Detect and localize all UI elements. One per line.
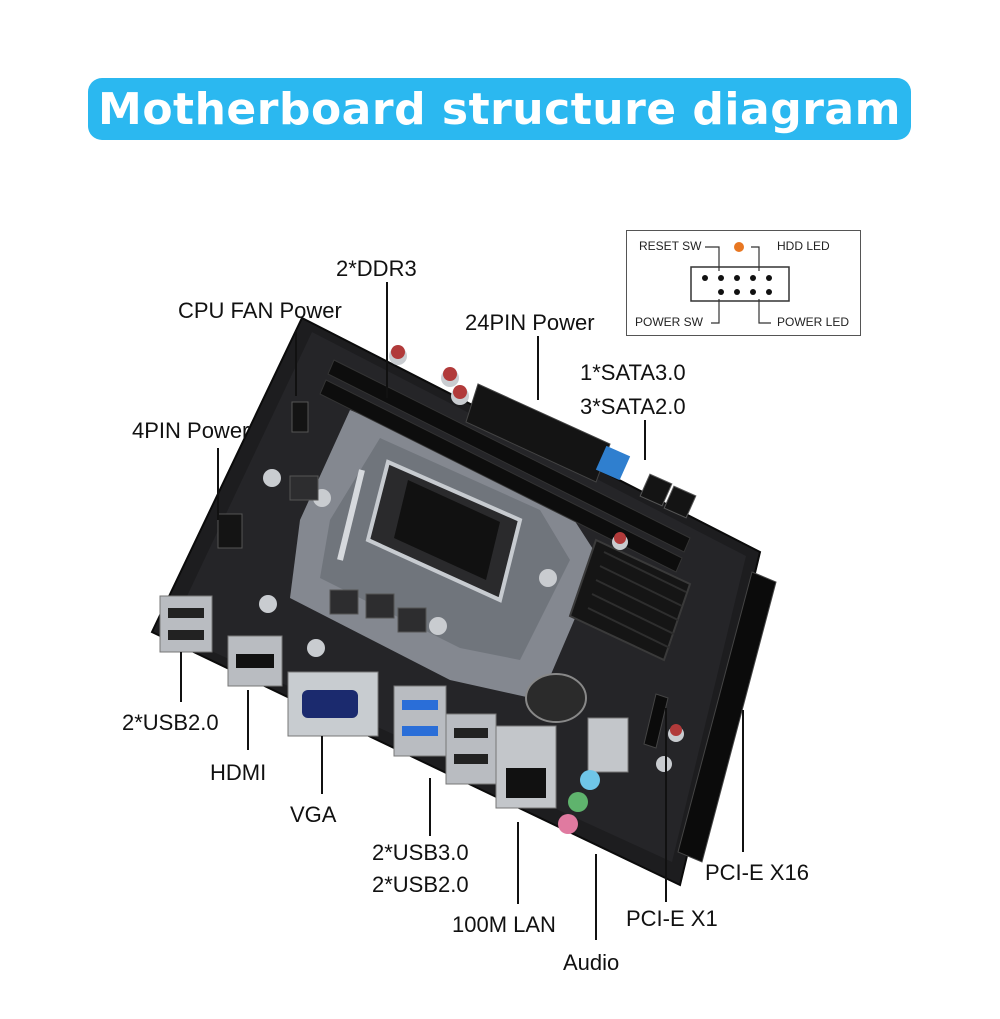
front-panel-pin-row-bottom: [718, 289, 772, 295]
label-100m-lan: 100M LAN: [452, 912, 556, 937]
label-usb30: 2*USB3.0: [372, 840, 469, 865]
label-usb20-mid: 2*USB2.0: [372, 872, 469, 897]
label-sata3: 1*SATA3.0: [580, 360, 686, 385]
label-4pin-power: 4PIN Power: [132, 418, 250, 443]
sata-port-2: [639, 473, 673, 507]
label-24pin-power: 24PIN Power: [465, 310, 595, 335]
audio-jack-pink: [558, 814, 578, 834]
audio-jack-blue: [580, 770, 600, 790]
capacitors: [259, 345, 684, 772]
front-panel-pins: [690, 242, 790, 324]
front-panel-power-led: POWER LED: [777, 315, 850, 329]
pcie-x1-slot: [643, 693, 669, 749]
label-cpu-fan-power: CPU FAN Power: [178, 298, 342, 323]
sata-port-3: [663, 485, 697, 519]
front-panel-pin-row-top: [702, 275, 772, 281]
front-panel-reset-sw: RESET SW: [639, 239, 702, 253]
atx-4pin: [217, 513, 243, 549]
usb2-left-port: [159, 595, 213, 653]
chipset-heatsink: [568, 538, 692, 662]
sata-port-1: [595, 445, 631, 481]
atx-24pin: [465, 383, 611, 483]
label-sata2: 3*SATA2.0: [580, 394, 686, 419]
front-panel-power-sw: POWER SW: [635, 315, 703, 329]
front-panel-diagram: RESET SW HDD LED POWER SW POWER LED: [626, 230, 861, 336]
front-panel-key-dot: [734, 242, 744, 252]
audio-jack-green: [568, 792, 588, 812]
page-title: Motherboard structure diagram: [98, 83, 901, 135]
label-pcie-x1: PCI-E X1: [626, 906, 718, 931]
cpu-fan-header: [291, 401, 309, 433]
ddr3-slot-1: [327, 359, 691, 553]
ddr3-slot-2: [319, 379, 683, 573]
label-audio: Audio: [563, 950, 620, 975]
usb3-port: [393, 685, 447, 757]
label-pcie-x16: PCI-E X16: [705, 860, 809, 885]
usb2-mid-port: [445, 713, 497, 785]
label-vga: VGA: [290, 802, 337, 827]
leader-lines: [180, 282, 744, 940]
label-usb20-left: 2*USB2.0: [122, 710, 219, 735]
label-ddr3: 2*DDR3: [336, 256, 417, 281]
front-panel-hdd-led: HDD LED: [777, 239, 830, 253]
pcie-x16-slot: [677, 571, 777, 863]
title-banner: Motherboard structure diagram: [88, 78, 911, 140]
cmos-battery: [525, 673, 587, 723]
label-hdmi: HDMI: [210, 760, 267, 785]
